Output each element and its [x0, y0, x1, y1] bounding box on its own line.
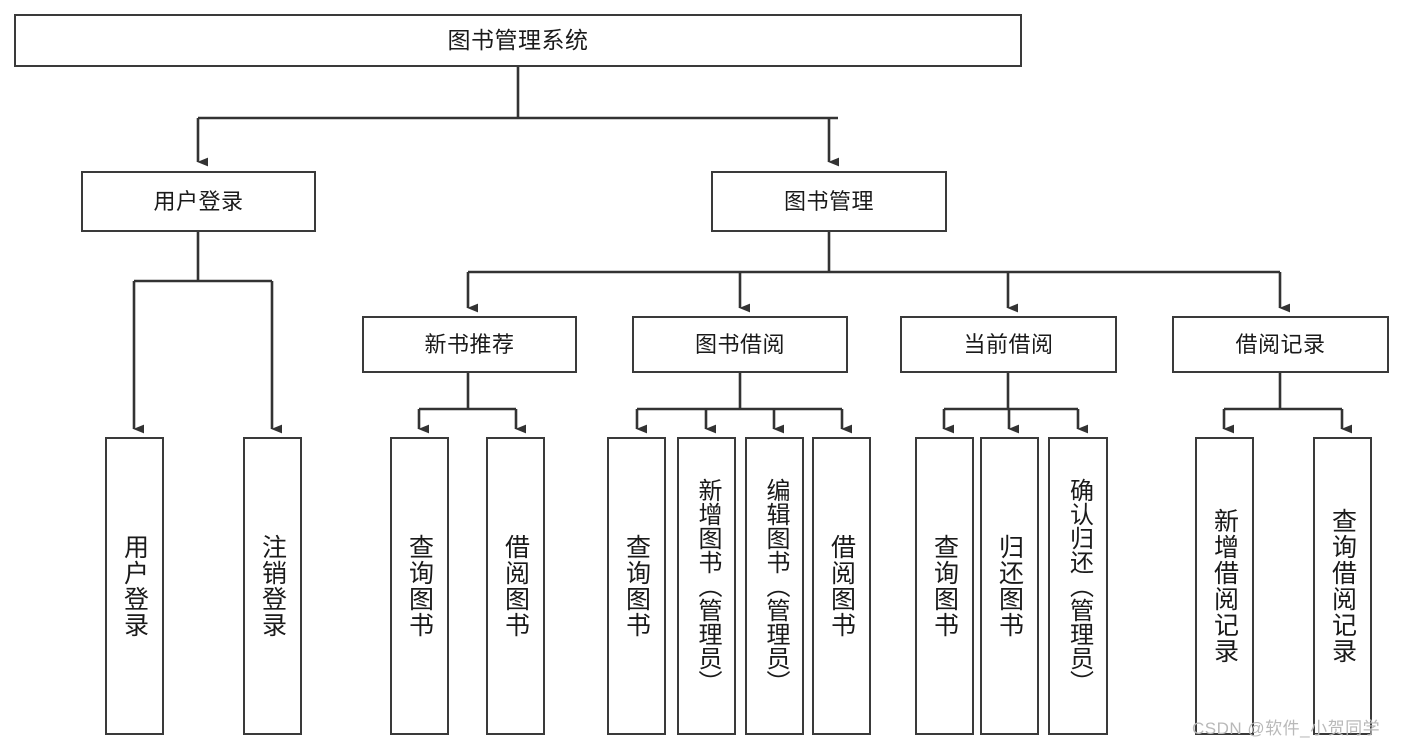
node-current-borrow[interactable]: 当前借阅: [900, 316, 1117, 373]
node-leaf-edit-book[interactable]: 编辑图书（管理员）: [745, 437, 804, 735]
node-leaf-query-book-3[interactable]: 查询图书: [915, 437, 974, 735]
node-leaf-add-book-label: 新增图书（管理员）: [693, 478, 721, 694]
node-leaf-query-book-1[interactable]: 查询图书: [390, 437, 449, 735]
node-book-manage[interactable]: 图书管理: [711, 171, 947, 232]
node-leaf-add-record-label: 新增借阅记录: [1210, 508, 1239, 664]
node-book-borrow[interactable]: 图书借阅: [632, 316, 848, 373]
node-leaf-logout[interactable]: 注销登录: [243, 437, 302, 735]
node-leaf-borrow-book-2[interactable]: 借阅图书: [812, 437, 871, 735]
node-user-login[interactable]: 用户登录: [81, 171, 316, 232]
node-new-book-recommend-label: 新书推荐: [424, 331, 515, 357]
node-root-system-label: 图书管理系统: [447, 26, 589, 53]
node-leaf-edit-book-label: 编辑图书（管理员）: [761, 478, 789, 694]
node-leaf-user-login-label: 用户登录: [120, 534, 149, 638]
node-leaf-query-book-2-label: 查询图书: [622, 534, 651, 638]
node-leaf-return-book-label: 归还图书: [995, 534, 1024, 638]
node-leaf-confirm-return-label: 确认归还（管理员）: [1065, 478, 1093, 694]
node-leaf-query-record[interactable]: 查询借阅记录: [1313, 437, 1372, 735]
node-leaf-query-record-label: 查询借阅记录: [1328, 508, 1357, 664]
node-leaf-borrow-book-1[interactable]: 借阅图书: [486, 437, 545, 735]
node-book-manage-label: 图书管理: [783, 188, 874, 214]
node-leaf-user-login[interactable]: 用户登录: [105, 437, 164, 735]
watermark-credit: CSDN @软件_小贺同学: [1192, 719, 1381, 738]
node-leaf-confirm-return[interactable]: 确认归还（管理员）: [1048, 437, 1108, 735]
node-leaf-query-book-3-label: 查询图书: [930, 534, 959, 638]
node-borrow-record[interactable]: 借阅记录: [1172, 316, 1389, 373]
node-root-system[interactable]: 图书管理系统: [14, 14, 1022, 67]
node-leaf-borrow-book-1-label: 借阅图书: [501, 534, 530, 638]
node-leaf-return-book[interactable]: 归还图书: [980, 437, 1039, 735]
node-new-book-recommend[interactable]: 新书推荐: [362, 316, 577, 373]
node-book-borrow-label: 图书借阅: [694, 331, 785, 357]
node-leaf-add-record[interactable]: 新增借阅记录: [1195, 437, 1254, 735]
node-borrow-record-label: 借阅记录: [1235, 331, 1326, 357]
node-current-borrow-label: 当前借阅: [963, 331, 1054, 357]
node-leaf-add-book[interactable]: 新增图书（管理员）: [677, 437, 736, 735]
node-leaf-query-book-1-label: 查询图书: [405, 534, 434, 638]
node-leaf-logout-label: 注销登录: [258, 534, 287, 638]
node-leaf-query-book-2[interactable]: 查询图书: [607, 437, 666, 735]
node-leaf-borrow-book-2-label: 借阅图书: [827, 534, 856, 638]
node-user-login-label: 用户登录: [153, 188, 244, 214]
